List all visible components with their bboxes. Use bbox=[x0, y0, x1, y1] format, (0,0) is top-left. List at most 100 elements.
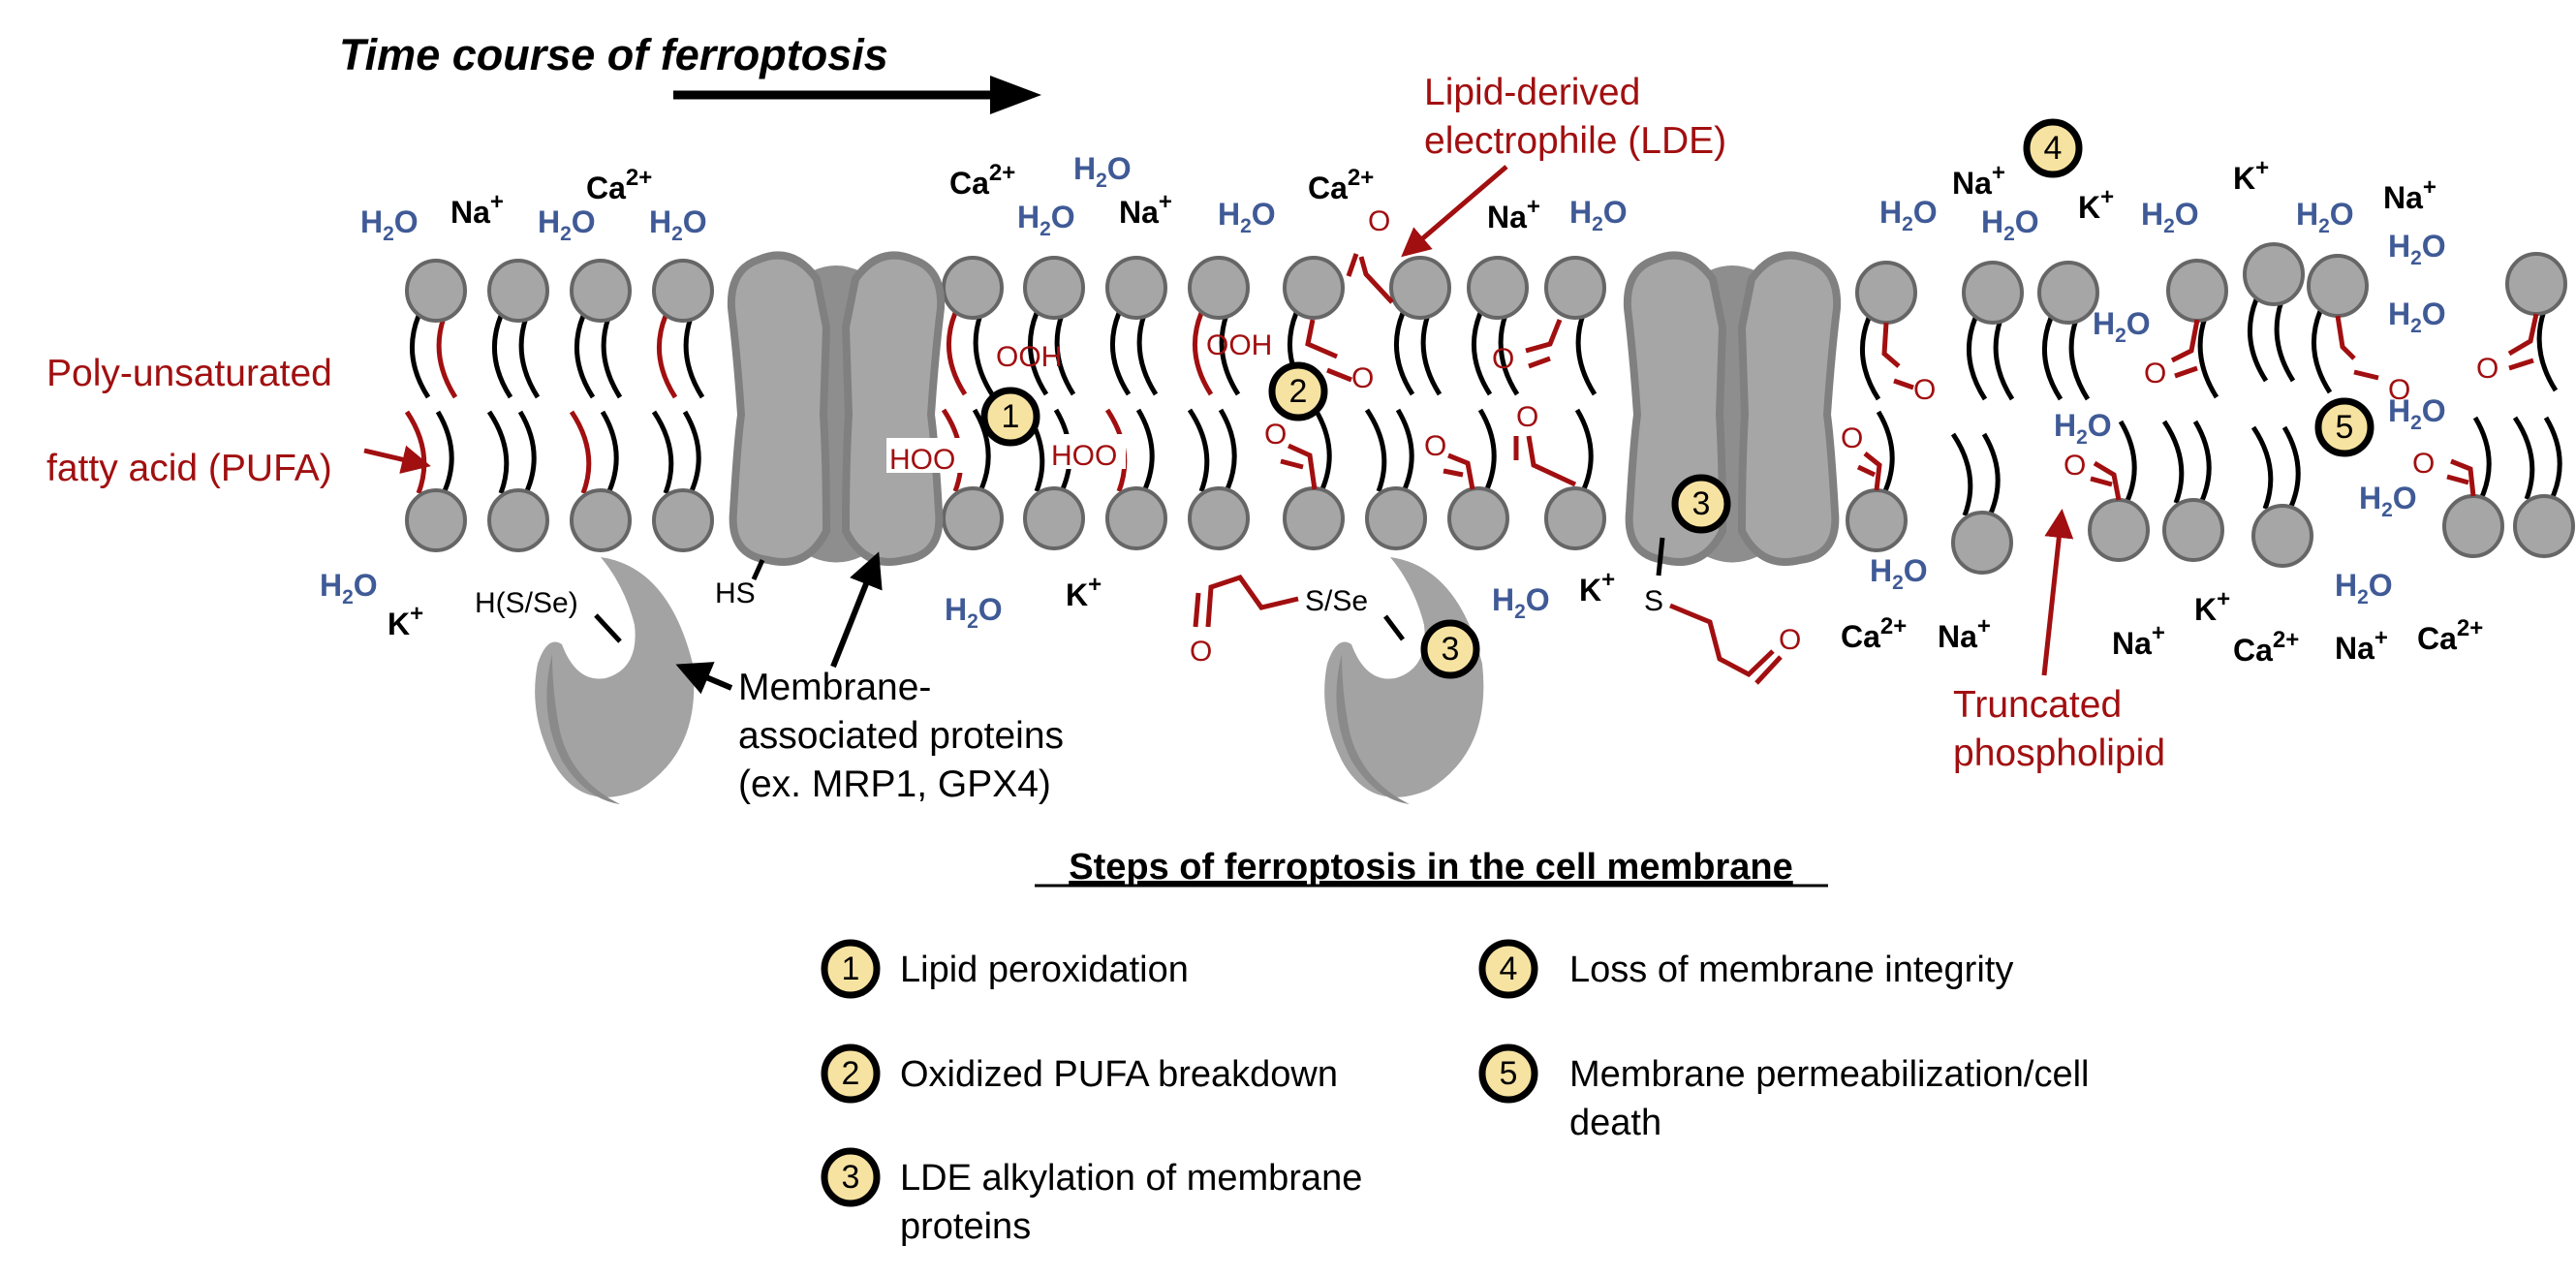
pufa-label: Poly-unsaturated fatty acid (PUFA) bbox=[47, 353, 431, 489]
lipid-head-group bbox=[2442, 494, 2504, 558]
diagram-badges: 1 2 3 3 4 5 bbox=[980, 118, 2374, 679]
phospholipid-upper bbox=[1855, 261, 1917, 401]
trunc-label-line1: Truncated bbox=[1953, 684, 2122, 726]
lipid-head-group bbox=[1188, 256, 1250, 320]
water-molecule: H2O bbox=[2388, 296, 2446, 337]
aldehyde-group: O bbox=[2335, 315, 2410, 406]
fatty-acid-tail bbox=[682, 410, 701, 495]
fatty-acid-tail bbox=[1219, 314, 1241, 396]
fatty-acid-tail bbox=[2197, 317, 2219, 399]
fatty-acid-tail bbox=[1575, 314, 1598, 396]
fatty-acid-tail bbox=[1187, 408, 1210, 492]
phospholipid-lower bbox=[2088, 420, 2150, 562]
sse-label: S/Se bbox=[1305, 585, 1368, 617]
pufa-tail bbox=[436, 317, 458, 399]
lde-label: Lipid-derived electrophile (LDE) bbox=[1401, 72, 1726, 258]
fatty-acid-tail bbox=[1109, 312, 1132, 396]
fatty-acid-tail bbox=[651, 410, 674, 494]
lipid-head-group bbox=[1467, 256, 1529, 320]
fatty-acid-tail bbox=[1471, 312, 1493, 396]
lipid-head-group bbox=[2513, 494, 2575, 558]
hoo-label-2: HOO bbox=[1051, 440, 1117, 472]
phospholipid-upper bbox=[487, 259, 549, 399]
legend-item-5-text-line2: death bbox=[1569, 1103, 1661, 1143]
lde-label-line2: electrophile (LDE) bbox=[1424, 120, 1726, 162]
fatty-acid-tail bbox=[1420, 314, 1443, 396]
diagram-title: Time course of ferroptosis bbox=[339, 30, 888, 79]
fatty-acid-tail bbox=[2247, 298, 2269, 383]
lipid-head-group bbox=[1188, 486, 1250, 550]
legend-item-4-text: Loss of membrane integrity bbox=[1569, 950, 2013, 990]
aldehyde-oxygen: O bbox=[1516, 401, 1538, 433]
pufa-tail bbox=[1192, 312, 1214, 396]
map-pointer-arrow-1 bbox=[675, 662, 733, 695]
svg-text:1: 1 bbox=[842, 951, 860, 987]
phospholipid-upper bbox=[570, 259, 632, 399]
map-pointer-arrow-2 bbox=[830, 551, 883, 669]
water-molecule: H2O bbox=[2296, 197, 2354, 237]
pufa-tail bbox=[656, 315, 678, 399]
aldehyde-group: O bbox=[2144, 319, 2200, 390]
phospholipid-lower bbox=[1950, 432, 2013, 575]
svg-text:4: 4 bbox=[1500, 951, 1518, 987]
fatty-acid-tail bbox=[2250, 425, 2274, 510]
aldehyde-oxygen: O bbox=[1368, 205, 1390, 237]
fatty-acid-tail bbox=[1950, 432, 1973, 516]
lipid-head-group bbox=[487, 488, 549, 552]
fatty-acid-tail bbox=[1395, 408, 1414, 493]
fatty-acid-tail bbox=[2192, 420, 2212, 505]
lipid-head-group bbox=[570, 259, 632, 323]
na-ion: Na+ bbox=[2112, 620, 2165, 661]
lipid-head-group bbox=[1023, 256, 1085, 320]
phospholipid-lower bbox=[941, 408, 1004, 550]
adduct-oxygen-1: O bbox=[1190, 636, 1212, 668]
water-molecule: H2O bbox=[1492, 582, 1550, 623]
lipid-head-group bbox=[2251, 504, 2313, 568]
aldehyde-group: O bbox=[1492, 319, 1563, 375]
fatty-acid-tail bbox=[601, 317, 623, 399]
water-molecule: H2O bbox=[538, 204, 596, 245]
badge-step-4: 4 bbox=[2023, 118, 2083, 178]
lipid-head-group bbox=[2088, 498, 2150, 562]
fatty-acid-tail bbox=[1135, 408, 1155, 493]
lipid-head-group bbox=[1447, 486, 1509, 550]
legend-item-2-text: Oxidized PUFA breakdown bbox=[900, 1054, 1338, 1095]
lipid-head-group bbox=[2505, 252, 2567, 316]
fatty-acid-tail bbox=[517, 410, 537, 495]
phospholipid-lower bbox=[2512, 416, 2575, 558]
fatty-acid-tail bbox=[1876, 410, 1895, 495]
water-molecule: H2O bbox=[2141, 197, 2199, 237]
hoo-label-1: HOO bbox=[889, 444, 955, 476]
legend-item-3-text-line2: proteins bbox=[900, 1206, 1031, 1247]
badge-step-2: 2 bbox=[1268, 361, 1328, 421]
na-ion: Na+ bbox=[1119, 189, 1172, 230]
fatty-acid-tail bbox=[1993, 319, 2015, 401]
fatty-acid-tail bbox=[1859, 317, 1881, 401]
fatty-acid-tail bbox=[2118, 420, 2137, 505]
fatty-acid-tail bbox=[518, 317, 541, 399]
lipid-head-group bbox=[1951, 511, 2013, 575]
phospholipid-upper bbox=[1023, 256, 1085, 396]
ca-ion: Ca2+ bbox=[1841, 613, 1907, 654]
fatty-acid-tail bbox=[1364, 408, 1387, 492]
lipid-head-group bbox=[1105, 486, 1167, 550]
ca-ion: Ca2+ bbox=[586, 165, 652, 205]
fatty-acid-tail bbox=[2536, 310, 2559, 392]
water-molecule: H2O bbox=[2388, 229, 2446, 269]
fatty-acid-tail bbox=[2472, 416, 2492, 501]
phospholipid-lower bbox=[2250, 425, 2313, 568]
aldehyde-oxygen: O bbox=[1913, 374, 1936, 406]
aldehyde-oxygen: O bbox=[2064, 450, 2086, 482]
fatty-acid-tail bbox=[2281, 425, 2301, 511]
lipid-head-group bbox=[1544, 256, 1606, 320]
fatty-acid-tail bbox=[486, 410, 510, 494]
phospholipid-upper bbox=[652, 259, 714, 399]
s-label: S bbox=[1644, 585, 1663, 617]
lipid-head-group bbox=[1105, 256, 1167, 320]
truncated-phospholipid-label: Truncated phospholipid bbox=[1953, 509, 2165, 774]
k-ion: K+ bbox=[1066, 572, 1102, 612]
ooh-label-1: OOH bbox=[996, 341, 1062, 373]
phospholipid-upper bbox=[1389, 256, 1451, 396]
fatty-acid-tail bbox=[2274, 300, 2296, 383]
